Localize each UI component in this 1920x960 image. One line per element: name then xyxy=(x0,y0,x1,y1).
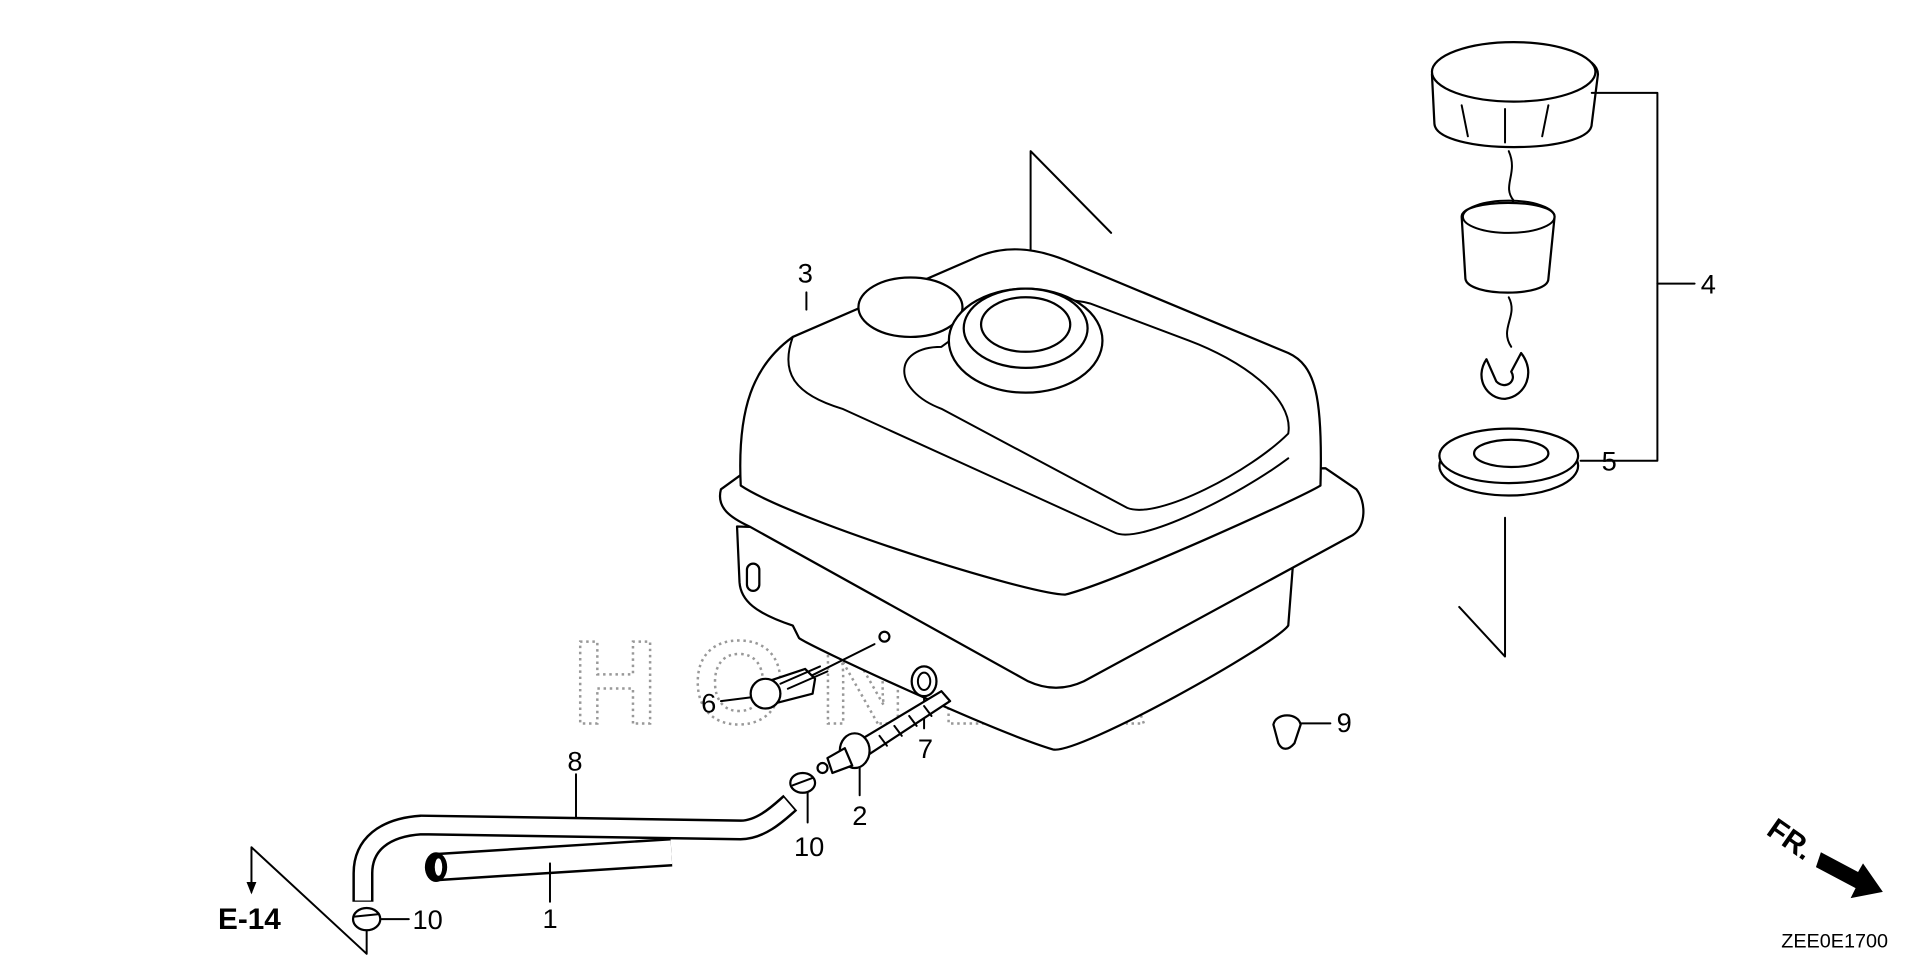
callout-4: 4 xyxy=(1701,269,1716,300)
hose-clip xyxy=(789,771,817,794)
callout-2: 2 xyxy=(852,800,867,831)
washer xyxy=(910,665,938,698)
fuel-joint xyxy=(816,690,952,775)
front-direction-arrow: FR. xyxy=(1761,812,1883,899)
drain-plug xyxy=(1272,714,1302,750)
callout-3: 3 xyxy=(798,257,813,288)
filler-cap-assembly xyxy=(1430,41,1600,400)
callout-8: 8 xyxy=(567,745,582,776)
callout-5: 5 xyxy=(1602,446,1617,477)
reference-e14[interactable]: E-14 xyxy=(218,903,281,936)
filler-seal xyxy=(1438,427,1580,497)
front-label: FR. xyxy=(1761,812,1819,866)
break-line-right xyxy=(1458,516,1507,658)
fuel-hose-2 xyxy=(424,838,673,882)
callout-1: 1 xyxy=(543,903,558,934)
bolt xyxy=(749,643,876,710)
hose-clip-2 xyxy=(351,906,382,932)
callout-6: 6 xyxy=(701,687,716,718)
break-line-e14 xyxy=(246,846,368,955)
callout-9: 9 xyxy=(1337,707,1352,738)
callout-7: 7 xyxy=(918,733,933,764)
fuel-tank xyxy=(718,248,1365,751)
diagram-code: ZEE0E1700 xyxy=(1781,931,1888,953)
fuel-hose xyxy=(352,794,798,902)
callout-10-b: 10 xyxy=(412,904,442,935)
callout-10-a: 10 xyxy=(794,831,824,862)
callout-bracket xyxy=(1579,91,1659,462)
